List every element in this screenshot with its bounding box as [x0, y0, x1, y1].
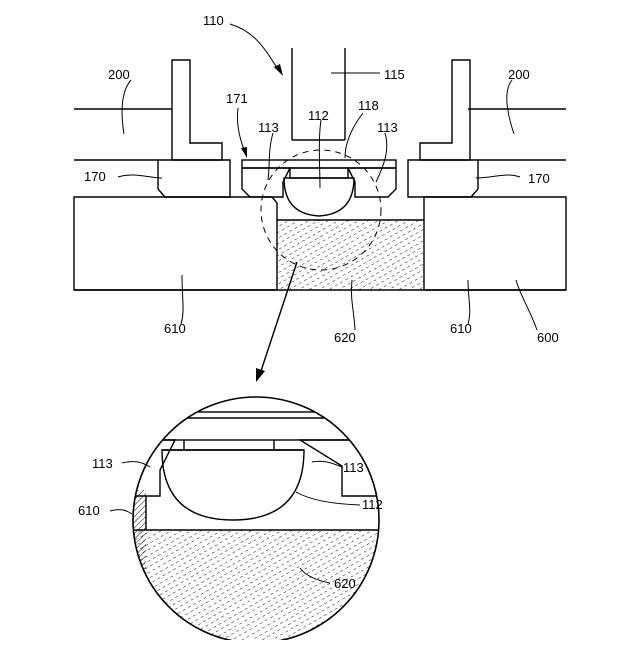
label-620: 620 — [334, 330, 356, 345]
label-610-right: 610 — [450, 321, 472, 336]
substrate-600 — [74, 197, 566, 290]
label-171: 171 — [226, 91, 248, 106]
lens-112 — [284, 178, 354, 216]
detail-label-112: 112 — [362, 497, 383, 512]
region-610-left — [74, 197, 277, 290]
region-610-right — [424, 197, 566, 290]
detail-label-113-right: 113 — [343, 460, 364, 475]
label-610-left: 610 — [164, 321, 186, 336]
wall-right — [420, 60, 470, 160]
label-113-left: 113 — [258, 120, 279, 135]
detail-arrow-head — [256, 368, 265, 382]
label-115: 115 — [384, 67, 405, 82]
part-113-right — [348, 168, 396, 197]
wall-left — [172, 60, 222, 160]
detail-view: 113 113 610 112 620 — [78, 397, 390, 640]
region-620 — [277, 220, 424, 290]
part-113-left — [242, 168, 290, 197]
detail-label-113-left: 113 — [92, 456, 113, 471]
label-200-left: 200 — [108, 67, 130, 82]
cross-section — [74, 24, 566, 382]
block-170-left — [158, 160, 230, 197]
label-170-right: 170 — [528, 171, 550, 186]
label-112: 112 — [308, 108, 329, 123]
body-115 — [292, 48, 345, 140]
detail-label-620: 620 — [334, 576, 356, 591]
label-200-right: 200 — [508, 67, 530, 82]
block-170-right — [408, 160, 478, 197]
label-110: 110 — [203, 13, 224, 28]
label-113-right: 113 — [377, 120, 398, 135]
top-labels: 110 115 200 200 171 112 118 113 113 170 … — [84, 13, 559, 345]
detail-label-610: 610 — [78, 503, 100, 518]
label-170-left: 170 — [84, 169, 106, 184]
label-600: 600 — [537, 330, 559, 345]
label-118: 118 — [358, 98, 379, 113]
